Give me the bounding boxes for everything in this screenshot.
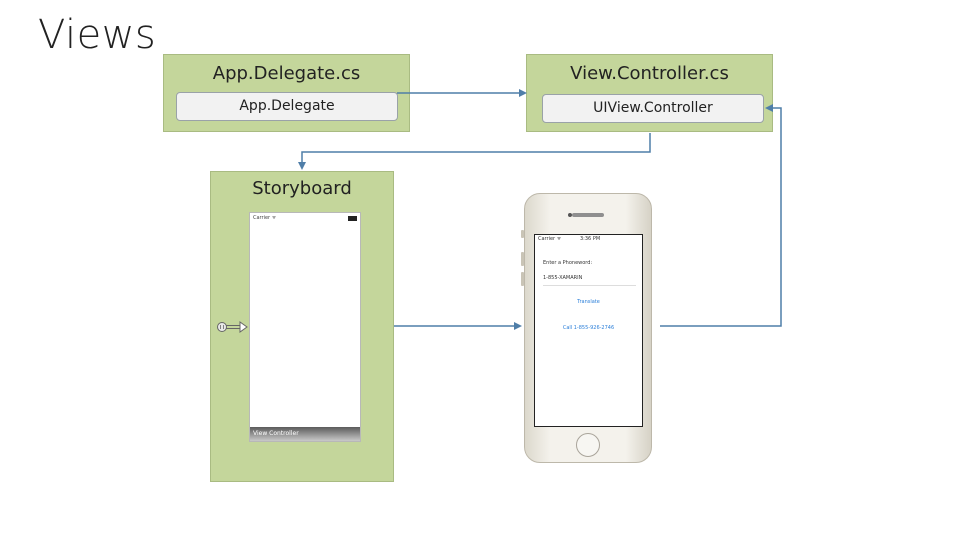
arrow-viewcontroller-to-storyboard [298,133,651,170]
view-controller-class-pill: UIView.Controller [542,94,764,123]
phone-status-carrier: Carrier ᯤ [538,236,562,242]
slide-title: Views [38,12,157,58]
speaker-icon [572,213,604,217]
view-controller-title: View.Controller.cs [570,63,729,84]
iphone-screen: Carrier ᯤ 3:36 PM Enter a Phoneword: 1-8… [534,234,643,427]
storyboard-footer: View Controller [250,427,360,441]
call-button[interactable]: Call 1-855-926-2746 [562,325,615,331]
translate-button[interactable]: Translate [577,299,600,305]
app-delegate-class-pill: App.Delegate [176,92,398,121]
storyboard-screen: Carrier ᯤ View Controller [249,212,361,442]
side-button-icon [521,230,524,238]
battery-icon [348,216,357,221]
app-delegate-box: App.Delegate.cs App.Delegate [163,54,410,132]
storyboard-title: Storyboard [252,178,352,199]
phoneword-input[interactable]: 1-855-XAMARIN [543,275,636,286]
home-button-icon [576,433,600,457]
phone-status-time: 3:36 PM [580,236,601,242]
arrow-phone-to-viewcontroller [660,104,782,327]
iphone-mockup: Carrier ᯤ 3:36 PM Enter a Phoneword: 1-8… [521,193,652,463]
app-delegate-title: App.Delegate.cs [212,63,361,84]
camera-icon [568,213,572,217]
storyboard-status-text: Carrier ᯤ [253,215,277,221]
side-button-icon [521,252,524,266]
entry-point-arrow-icon [217,321,248,333]
phoneword-prompt: Enter a Phoneword: [543,260,593,266]
side-button-icon [521,272,524,286]
view-controller-box: View.Controller.cs UIView.Controller [526,54,773,132]
